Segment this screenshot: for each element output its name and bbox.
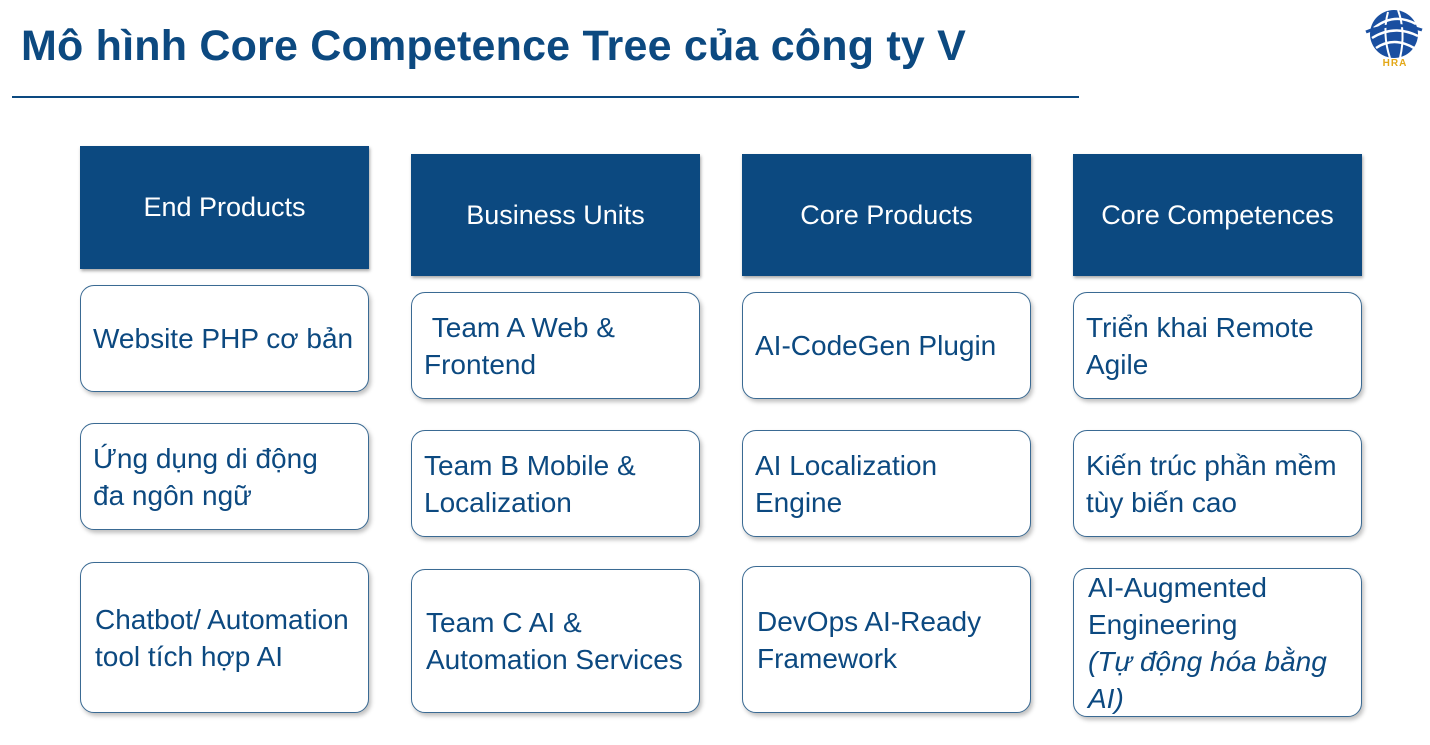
card-end-product-2: Ứng dụng di động đa ngôn ngữ xyxy=(80,423,369,530)
card-text: Team C AI & Automation Services xyxy=(426,607,683,675)
card-text: Chatbot/ Automation tool tích hợp AI xyxy=(95,603,349,672)
card-text: Ứng dụng di động đa ngôn ngữ xyxy=(93,442,318,511)
card-text: Website PHP cơ bản xyxy=(93,323,354,354)
page-title: Mô hình Core Competence Tree của công ty… xyxy=(21,22,967,70)
column-header-business-units: Business Units xyxy=(411,154,700,276)
card-core-product-3: DevOps AI-Ready Framework xyxy=(742,566,1031,713)
card-core-competence-2: Kiến trúc phần mềm tùy biến cao xyxy=(1073,430,1362,537)
card-end-product-3: Chatbot/ Automation tool tích hợp AI xyxy=(80,562,369,713)
logo-text: HRA xyxy=(1382,58,1408,69)
card-text: AI-Augmented Engineering xyxy=(1088,571,1267,640)
column-header-end-products: End Products xyxy=(80,146,369,269)
card-core-product-1: AI-CodeGen Plugin xyxy=(742,292,1031,399)
card-core-product-2: AI Localization Engine xyxy=(742,430,1031,537)
card-text-group: AI-Augmented Engineering (Tự động hóa bằ… xyxy=(1088,569,1349,717)
card-text: Team B Mobile & Localization xyxy=(424,449,636,518)
card-core-competence-3: AI-Augmented Engineering (Tự động hóa bằ… xyxy=(1073,568,1362,717)
card-text: Triển khai Remote Agile xyxy=(1086,311,1314,380)
card-business-unit-1: Team A Web & Frontend xyxy=(411,292,700,399)
title-divider xyxy=(12,96,1079,98)
card-text: DevOps AI-Ready Framework xyxy=(757,605,982,674)
card-business-unit-3: Team C AI & Automation Services xyxy=(411,569,700,713)
card-business-unit-2: Team B Mobile & Localization xyxy=(411,430,700,537)
card-core-competence-1: Triển khai Remote Agile xyxy=(1073,292,1362,399)
card-text: AI Localization Engine xyxy=(755,449,938,518)
card-note: (Tự động hóa bằng AI) xyxy=(1088,645,1327,714)
column-header-core-competences: Core Competences xyxy=(1073,154,1362,276)
card-end-product-1: Website PHP cơ bản xyxy=(80,285,369,392)
card-text: Kiến trúc phần mềm tùy biến cao xyxy=(1086,449,1337,518)
card-text: Team A Web & Frontend xyxy=(424,311,623,380)
globe-logo-icon xyxy=(1365,9,1423,59)
column-header-core-products: Core Products xyxy=(742,154,1031,276)
card-text: AI-CodeGen Plugin xyxy=(755,330,997,361)
